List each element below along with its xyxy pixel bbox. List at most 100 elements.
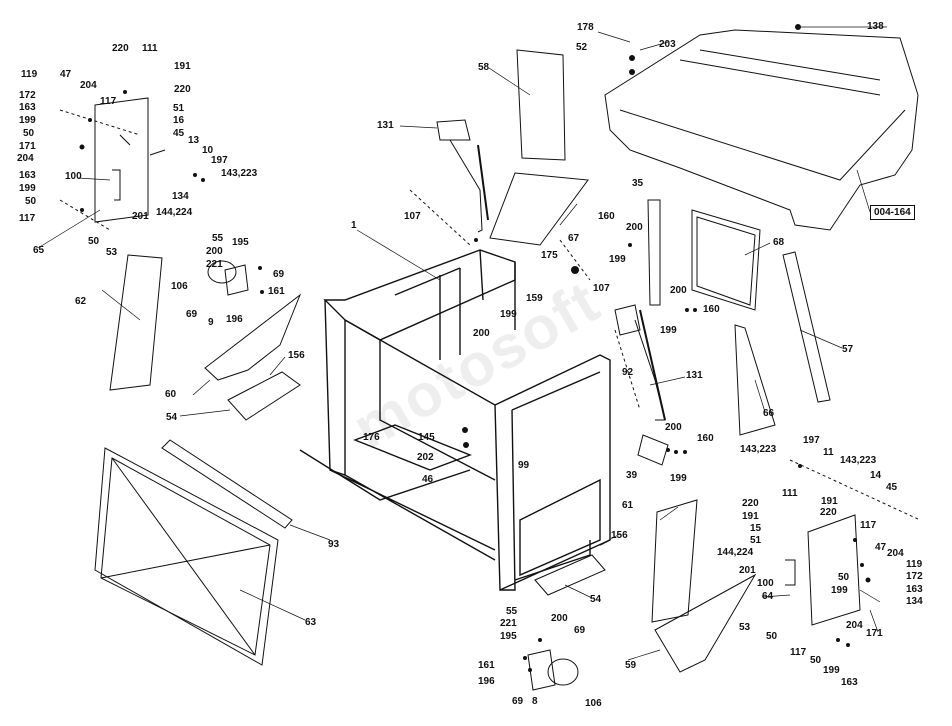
part-number-label: 221	[500, 618, 517, 629]
part-number-label: 171	[866, 628, 883, 639]
part-number-label: 117	[860, 520, 877, 531]
part-number-label: 204	[887, 548, 904, 559]
part-number-label: 111	[142, 43, 158, 54]
part-number-label: 15	[750, 523, 762, 534]
part-number-label: 106	[171, 281, 188, 292]
part-number-label: 197	[803, 435, 820, 446]
part-number-label: 57	[842, 344, 854, 355]
part-number-label: 45	[886, 482, 898, 493]
part-number-label: 195	[500, 631, 517, 642]
part-number-label: 143,223	[840, 455, 877, 466]
part-number-label: 117	[19, 213, 36, 224]
plate-54-right	[534, 554, 606, 596]
part-number-label: 199	[670, 473, 687, 484]
part-number-label: 52	[576, 42, 588, 53]
part-number-label: 199	[19, 115, 36, 126]
glass-61	[651, 499, 698, 623]
part-number-label: 196	[478, 676, 495, 687]
part-number-label: 50	[25, 196, 37, 207]
part-number-label: 131	[377, 120, 394, 131]
part-number-label: 100	[65, 171, 82, 182]
part-number-label: 156	[288, 350, 305, 361]
part-number-label: 62	[75, 296, 87, 307]
part-number-label: 99	[518, 460, 530, 471]
part-number-label: 220	[174, 84, 191, 95]
glass-58	[516, 49, 566, 161]
part-number-label: 66	[763, 408, 775, 419]
part-number-label: 163	[19, 102, 36, 113]
part-number-label: 200	[665, 422, 682, 433]
part-number-label: 106	[585, 698, 602, 709]
part-number-label: 46	[422, 474, 434, 485]
bracket-8-bottom	[527, 649, 556, 691]
part-number-label: 16	[173, 115, 185, 126]
part-number-label: 191	[821, 496, 838, 507]
part-number-label: 144,224	[156, 207, 193, 218]
part-number-label: 69	[574, 625, 586, 636]
part-number-label: 145	[418, 432, 435, 443]
part-number-label: 58	[478, 62, 490, 73]
part-number-label: 61	[622, 500, 634, 511]
part-number-label: 68	[773, 237, 785, 248]
part-number-label: 9	[208, 317, 214, 328]
part-number-label: 191	[174, 61, 191, 72]
part-number-label: 67	[568, 233, 580, 244]
part-number-label: 134	[906, 596, 923, 607]
part-number-label: 50	[810, 655, 822, 666]
part-number-label: 45	[173, 128, 185, 139]
part-number-label: 176	[363, 432, 380, 443]
part-number-label: 47	[60, 69, 72, 80]
part-number-label: 161	[268, 286, 285, 297]
part-number-label: 201	[132, 211, 149, 222]
part-number-label: 64	[762, 591, 774, 602]
part-number-label: 54	[590, 594, 602, 605]
glass-62	[109, 254, 163, 391]
part-number-label: 159	[526, 293, 543, 304]
part-number-label: 51	[750, 535, 762, 546]
part-number-label: 195	[232, 237, 249, 248]
part-number-label: 35	[632, 178, 644, 189]
part-number-label: 60	[165, 389, 177, 400]
part-number-label: 69	[512, 696, 524, 707]
part-number-label: 160	[598, 211, 615, 222]
part-number-label: 50	[23, 128, 35, 139]
part-number-label: 160	[703, 304, 720, 315]
roof-panel	[604, 29, 919, 231]
mirror-106-bottom	[547, 658, 579, 686]
part-number-label: 53	[739, 622, 751, 633]
part-number-label: 1	[351, 220, 357, 231]
part-number-label: 163	[906, 584, 923, 595]
part-number-label: 197	[211, 155, 228, 166]
part-number-label: 163	[19, 170, 36, 181]
part-number-label: 92	[622, 367, 634, 378]
part-number-label: 47	[875, 542, 887, 553]
part-number-label: 161	[478, 660, 495, 671]
part-number-label: 204	[80, 80, 97, 91]
part-number-label: 50	[766, 631, 778, 642]
part-number-label: 199	[19, 183, 36, 194]
part-number-label: 220	[820, 507, 837, 518]
part-number-label: 171	[19, 141, 36, 152]
part-number-label: 134	[172, 191, 189, 202]
right-door-panel	[807, 514, 861, 626]
cab-frame	[299, 249, 611, 591]
part-number-label: 220	[742, 498, 759, 509]
part-number-label: 175	[541, 250, 558, 261]
glass-68	[691, 209, 761, 311]
part-number-label: 138	[867, 21, 884, 32]
part-number-label: 117	[790, 647, 807, 658]
glass-66	[734, 324, 776, 436]
part-number-label: 160	[697, 433, 714, 444]
part-number-label: 50	[838, 572, 850, 583]
part-number-label: 14	[870, 470, 882, 481]
pillar-35	[647, 199, 661, 306]
part-number-label: 50	[88, 236, 100, 247]
strip-93	[161, 439, 293, 529]
part-number-label: 63	[305, 617, 317, 628]
part-number-label: 204	[846, 620, 863, 631]
part-number-label: 107	[404, 211, 421, 222]
glass-67	[489, 172, 589, 246]
part-number-label: 203	[659, 39, 676, 50]
part-number-label: 10	[202, 145, 214, 156]
